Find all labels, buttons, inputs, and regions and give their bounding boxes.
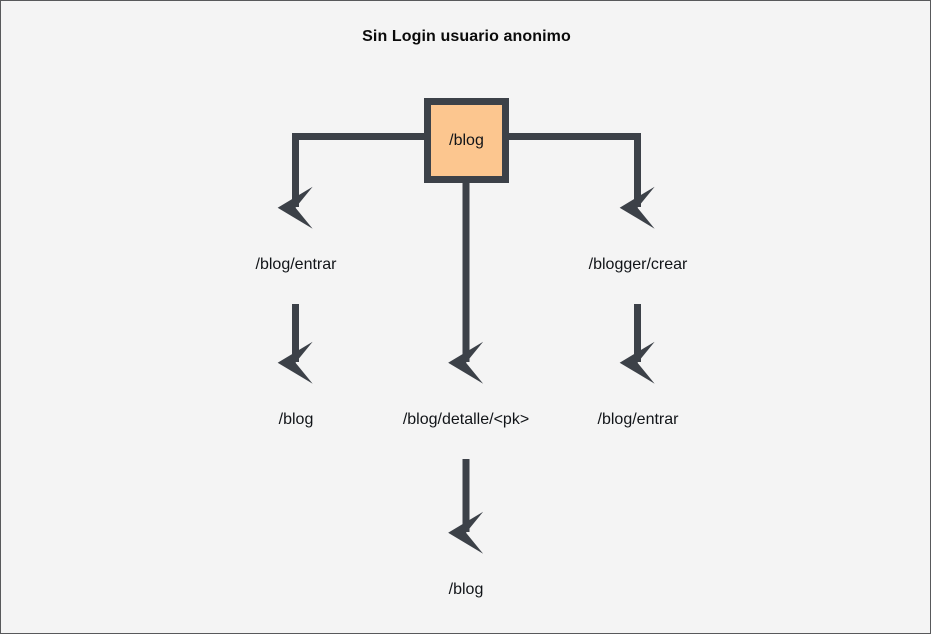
node-right-leaf-blog-entrar[interactable]: /blog/entrar (597, 411, 679, 428)
node-center-leaf-blog[interactable]: /blog (448, 581, 484, 598)
node-left-branch-blog-entrar[interactable]: /blog/entrar (255, 256, 337, 273)
node-center-mid-blog-detalle-pk[interactable]: /blog/detalle/<pk> (402, 411, 530, 428)
node-left-leaf-blog[interactable]: /blog (278, 411, 314, 428)
edge-root-to-right-branch (509, 133, 655, 229)
node-root-blog[interactable]: /blog (424, 98, 509, 183)
node-root-label: /blog (449, 131, 484, 149)
page-title: Sin Login usuario anonimo (362, 28, 571, 45)
edge-root-to-left-branch (277, 133, 424, 229)
node-right-branch-blogger-crear[interactable]: /blogger/crear (588, 256, 688, 273)
